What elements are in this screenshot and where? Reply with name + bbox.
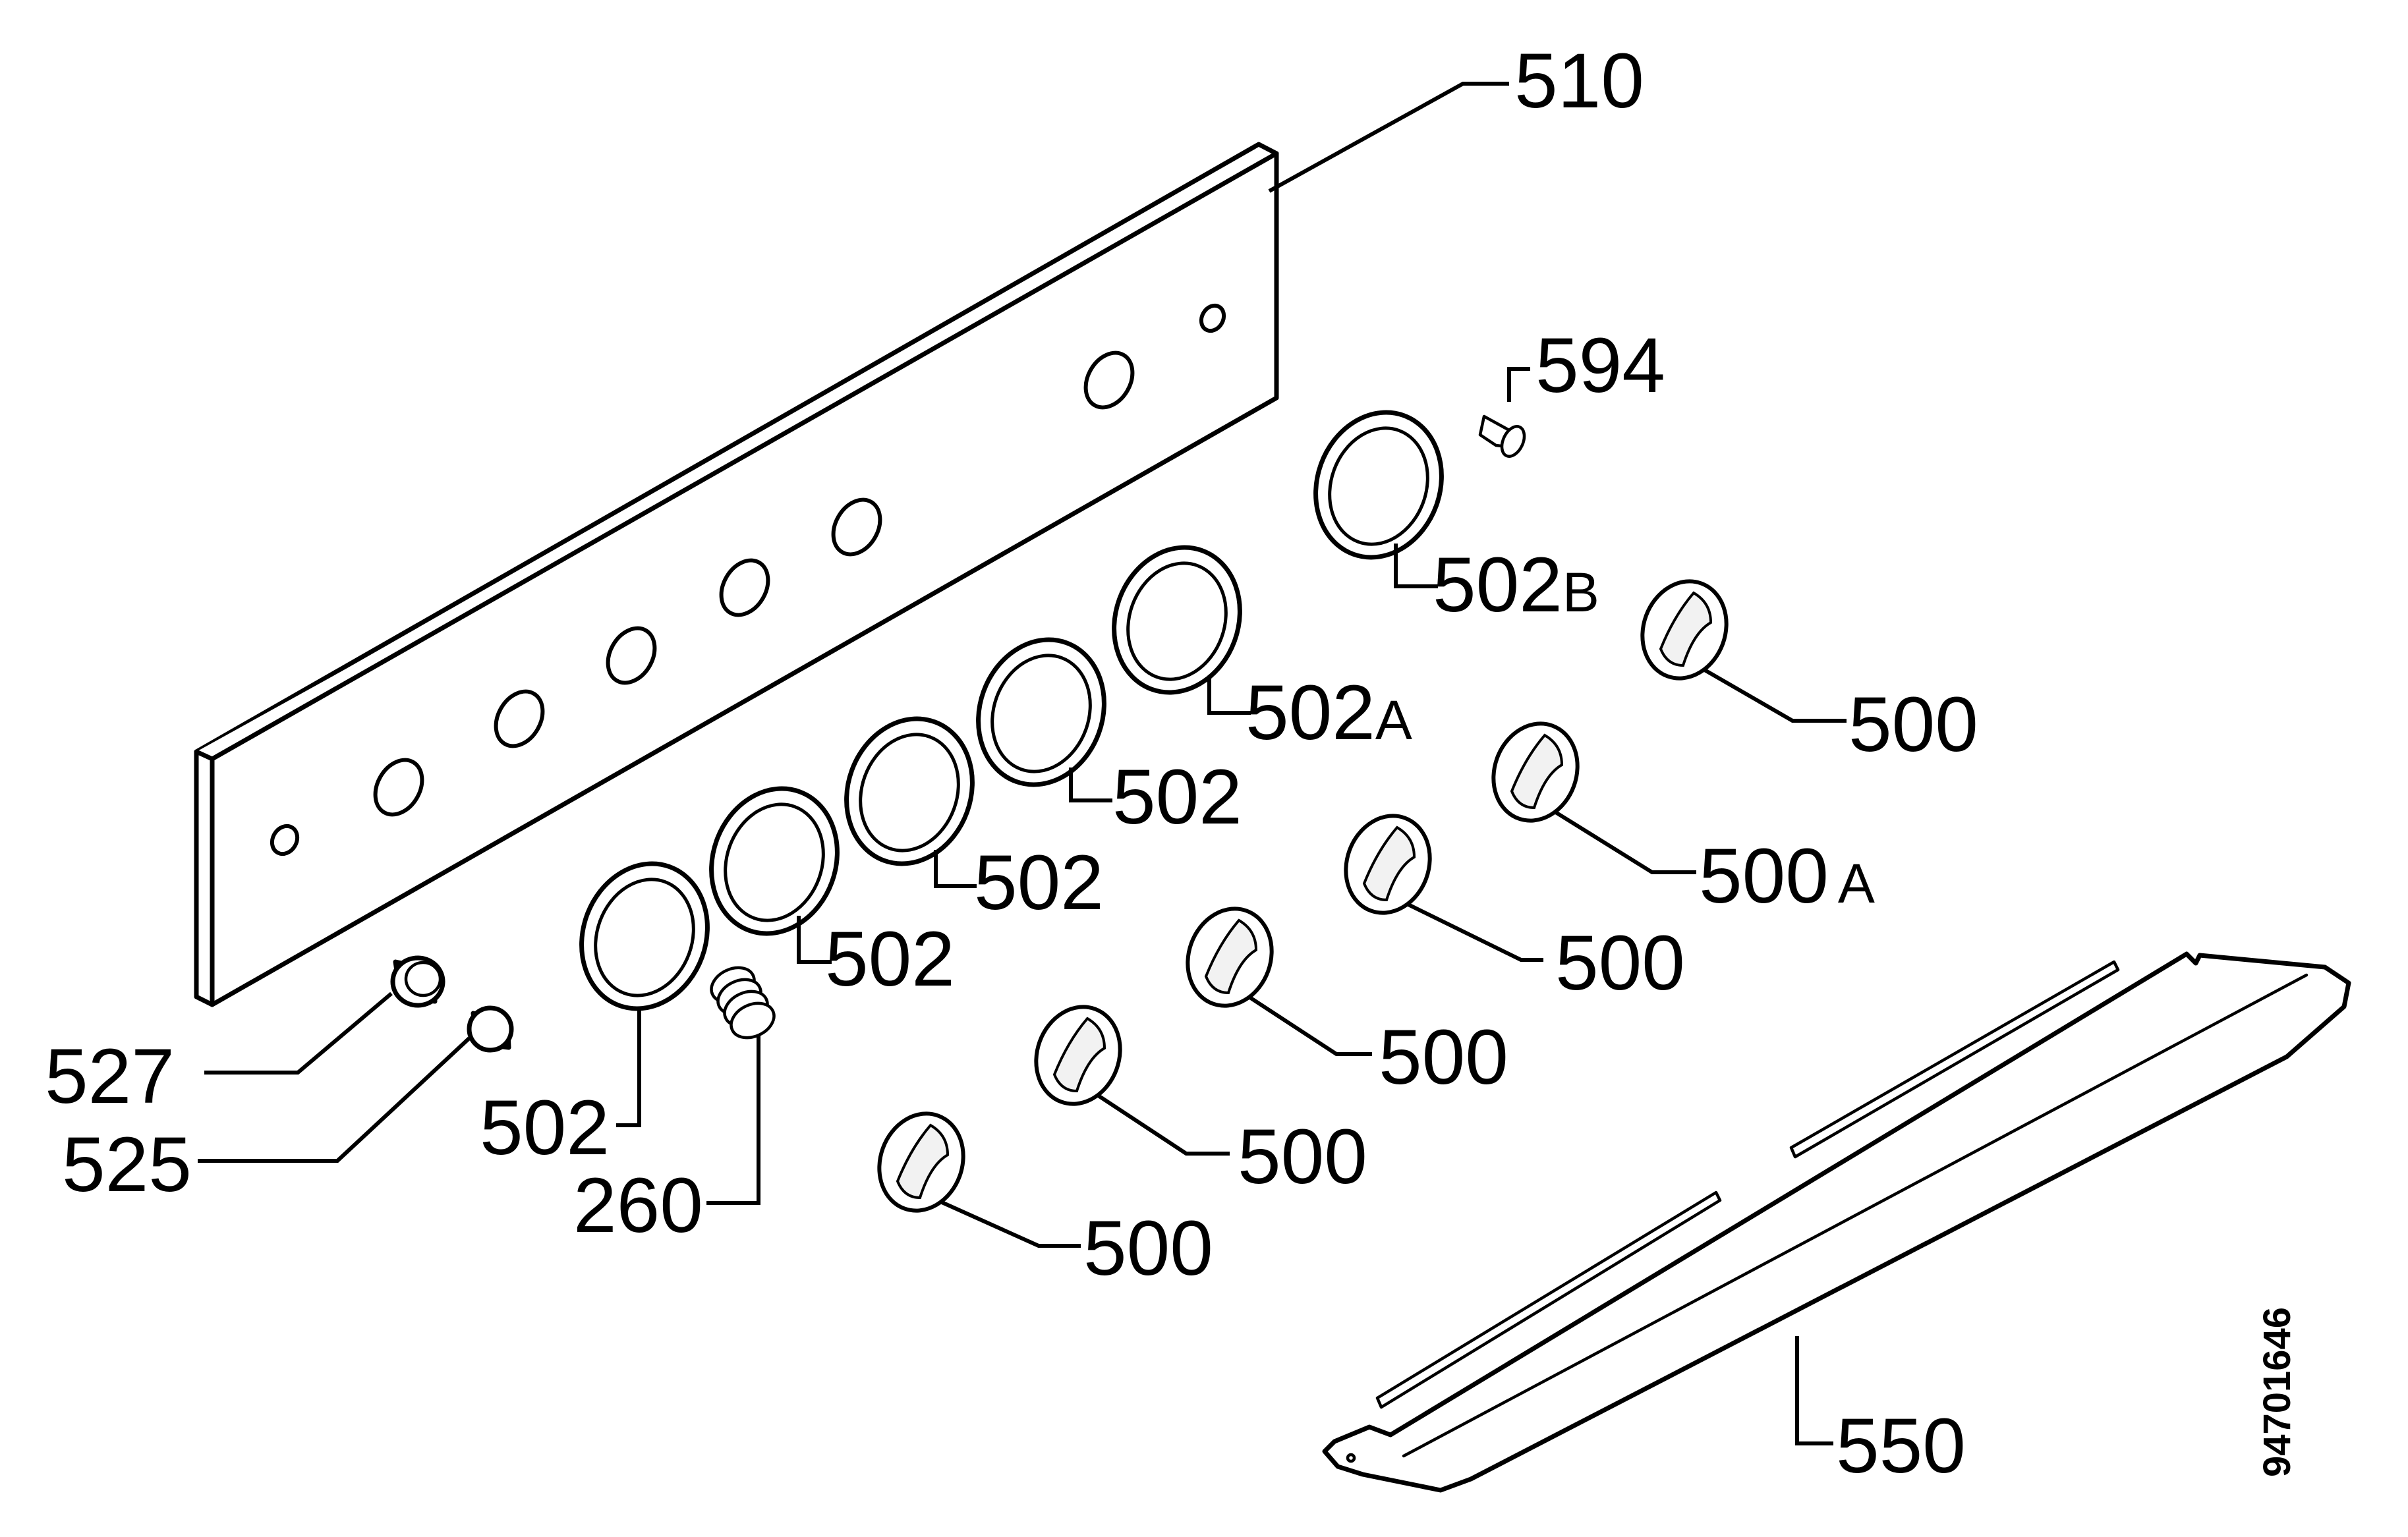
label-500-2: 500 [1238, 1113, 1367, 1200]
knob-500-3 [1186, 907, 1274, 1008]
spring [710, 966, 776, 1040]
drawing-number: 94701646 [2256, 1307, 2299, 1477]
panel-hole [606, 626, 657, 685]
panel-hole [373, 758, 424, 817]
label-502-4: 502 [1112, 754, 1242, 841]
knob-500-4 [1344, 814, 1432, 915]
label-502-1: 502 [480, 1084, 610, 1171]
label-510: 510 [1514, 38, 1644, 125]
label-550: 550 [1836, 1403, 1966, 1490]
knob-500-6 [1640, 579, 1729, 681]
knob-500-2 [1034, 1005, 1122, 1106]
label-525: 525 [62, 1121, 192, 1208]
panel-hole [1199, 303, 1226, 333]
bezel-ring-502-1 [579, 861, 710, 1011]
bezel-ring-502b [1313, 410, 1444, 560]
label-502-2: 502 [825, 916, 955, 1003]
bezel-ring-502-3 [844, 716, 975, 866]
panel-hole [831, 497, 882, 557]
panel-hole [1083, 350, 1135, 410]
label-500-1: 500 [1083, 1205, 1213, 1292]
indicator-lamp-525 [467, 1005, 514, 1053]
trim-strip [1322, 951, 2351, 1493]
screw [1478, 414, 1526, 458]
label-502b: 502B [1433, 542, 1599, 629]
bezel-ring-502-4 [976, 637, 1106, 787]
label-594: 594 [1535, 322, 1665, 409]
knob-500-1 [877, 1111, 965, 1213]
control-panel [194, 142, 1279, 1007]
label-260: 260 [573, 1162, 703, 1249]
label-500-4: 500 [1555, 920, 1685, 1007]
label-500-3: 500 [1379, 1014, 1508, 1101]
panel-hole [719, 558, 770, 617]
bezel-ring-502-2 [709, 786, 840, 936]
indicator-lamp-527 [390, 955, 445, 1008]
callout-labels: 510 594 502B 502A 502 502 502 502 500 50… [45, 38, 2299, 1490]
knob-500a [1491, 721, 1580, 823]
panel-hole [270, 824, 300, 856]
bezel-ring-502a [1112, 545, 1242, 695]
label-500-6: 500 [1849, 681, 1978, 768]
label-527: 527 [45, 1033, 175, 1120]
panel-hole [494, 689, 545, 748]
label-502a: 502A [1246, 669, 1412, 756]
label-502-3: 502 [974, 839, 1104, 926]
leader-lines [198, 82, 1847, 1445]
